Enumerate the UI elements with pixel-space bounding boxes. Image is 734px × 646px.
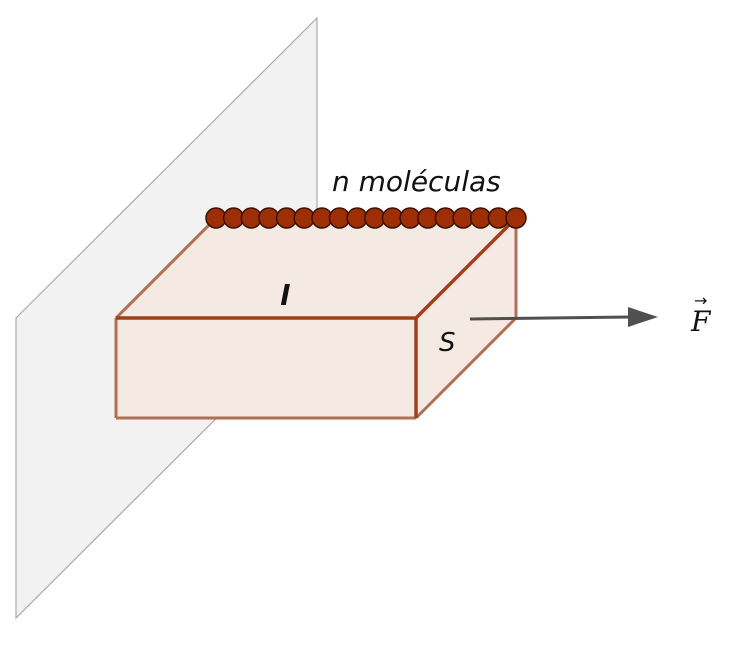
block-right-face (416, 218, 516, 418)
molecules-label: n moléculas (332, 165, 501, 198)
block-front-face (116, 318, 416, 418)
force-label: F (690, 305, 712, 338)
molecule (505, 207, 527, 229)
block-strong-edges (116, 216, 518, 418)
force-arrow-shaft (469, 315, 631, 321)
force-arrow-head (628, 307, 658, 327)
molecule-row (205, 207, 527, 229)
block-top-face (116, 218, 516, 318)
area-label: S (439, 328, 456, 358)
force-vector-mark: → (694, 291, 707, 310)
block-soft-edges (114, 216, 518, 420)
length-label: l (280, 279, 290, 312)
